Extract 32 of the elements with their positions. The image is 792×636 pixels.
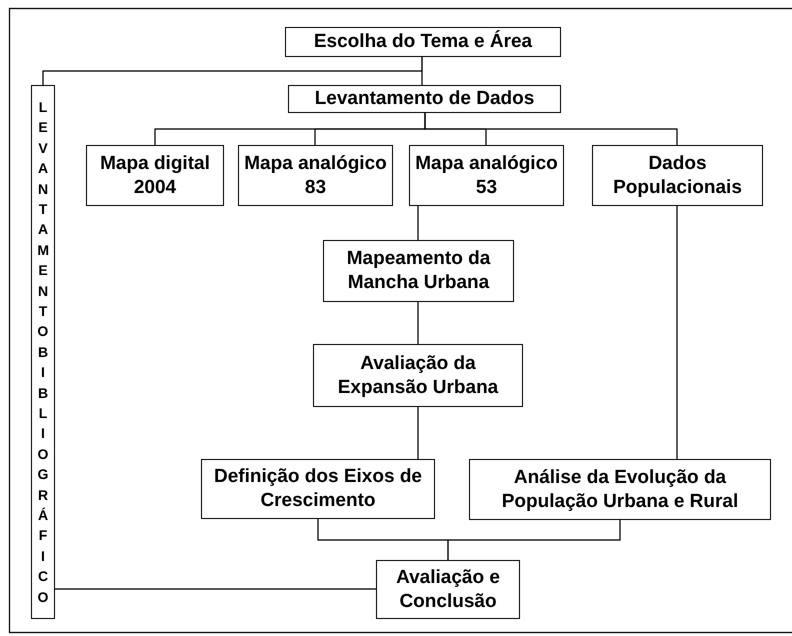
process-box <box>86 145 224 206</box>
box-label: Mapeamento da Mancha Urbana <box>346 247 492 295</box>
box-label: Avaliação e Conclusão <box>395 566 501 614</box>
box-label: Mapa analógico 83 <box>243 152 388 200</box>
process-box <box>592 145 763 206</box>
process-box <box>201 459 435 519</box>
connector-line <box>447 520 621 560</box>
connector-line <box>417 302 419 344</box>
process-box <box>238 145 393 206</box>
process-box <box>31 85 55 619</box>
box-label: Mapa analógico 53 <box>414 152 559 200</box>
box-label: Levantamento de Dados <box>314 87 534 111</box>
vertical-label: LEVANTAMENTO BIBLIOGRÁFICO <box>37 98 49 607</box>
process-box <box>288 85 561 113</box>
connector-line <box>417 407 419 459</box>
process-box <box>323 240 514 302</box>
connector-line <box>417 206 419 240</box>
process-box <box>285 27 561 57</box>
box-label: Definição dos Eixos de Crescimento <box>213 465 423 513</box>
box-label: Mapa digital 2004 <box>99 152 211 200</box>
box-label: Avaliação da Expansão Urbana <box>336 352 500 400</box>
process-box <box>469 459 771 520</box>
box-label: Análise da Evolução da População Urbana e Rural <box>500 466 740 514</box>
process-box <box>409 145 564 206</box>
connector-line <box>424 113 678 145</box>
process-box <box>376 560 520 619</box>
box-label: Escolha do Tema e Área <box>314 30 532 54</box>
process-box <box>313 344 523 407</box>
connector-line <box>676 206 678 459</box>
connector-line <box>55 588 376 590</box>
connector-line <box>421 57 423 85</box>
box-label: Dados Populacionais <box>612 152 743 200</box>
